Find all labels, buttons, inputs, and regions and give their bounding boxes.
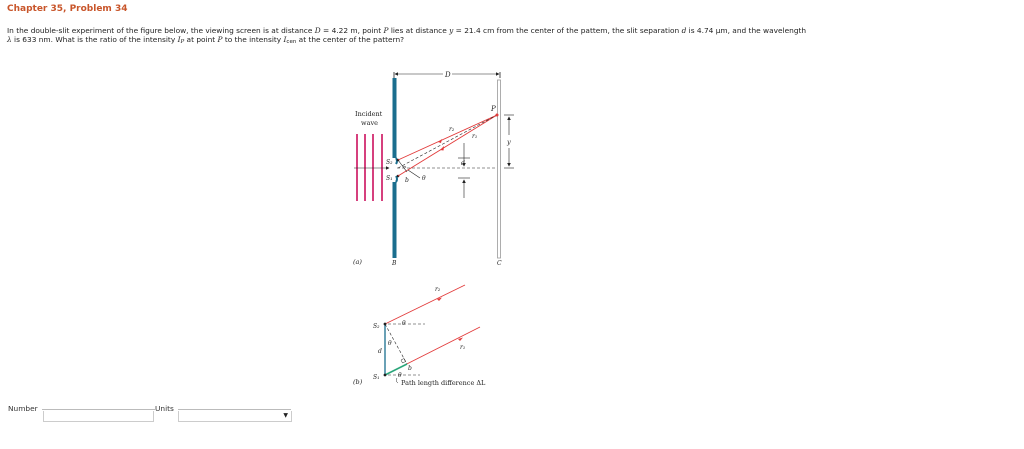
label-incident: Incident bbox=[355, 110, 383, 118]
label-b: b bbox=[405, 177, 409, 184]
label-b-theta-bot: θ bbox=[398, 372, 402, 379]
label-C: C bbox=[497, 260, 502, 267]
barrier bbox=[392, 78, 397, 158]
problem-title: Chapter 35, Problem 34 bbox=[7, 4, 128, 14]
label-P: P bbox=[490, 105, 496, 113]
label-d: d bbox=[461, 160, 465, 167]
label-b-S1: S₁ bbox=[373, 374, 380, 381]
label-S2: S₂ bbox=[386, 159, 393, 166]
number-field-border bbox=[42, 409, 155, 410]
label-b-d: d bbox=[378, 348, 382, 355]
label-b-theta-top: θ bbox=[402, 320, 406, 327]
dropdown-arrow-icon: ▼ bbox=[283, 412, 288, 419]
label-b-r1: r₁ bbox=[460, 344, 465, 351]
label-path-difference: Path length difference ΔL bbox=[401, 379, 486, 387]
label-part-b: (b) bbox=[353, 378, 363, 386]
label-S1: S₁ bbox=[386, 175, 393, 182]
number-input[interactable] bbox=[43, 411, 154, 422]
label-part-a: (a) bbox=[353, 258, 362, 266]
units-label: Units bbox=[155, 404, 174, 413]
label-b-theta-mid: θ bbox=[388, 340, 392, 347]
label-r2: r₂ bbox=[449, 126, 455, 133]
label-B: B bbox=[391, 260, 397, 267]
units-field-border bbox=[178, 409, 291, 410]
problem-statement: In the double-slit experiment of the fig… bbox=[7, 26, 807, 45]
viewing-screen bbox=[497, 79, 501, 259]
number-label: Number bbox=[8, 404, 38, 413]
figure-part-a: D Incident wave S₂ S₁ P r₂ r bbox=[353, 71, 514, 267]
label-theta: θ bbox=[422, 175, 426, 182]
label-b-S2: S₂ bbox=[373, 323, 380, 330]
label-y: y bbox=[506, 138, 511, 146]
label-D: D bbox=[444, 71, 451, 79]
label-b-b: b bbox=[408, 365, 412, 372]
label-wave: wave bbox=[361, 119, 378, 127]
units-select[interactable]: ▼ bbox=[178, 411, 292, 422]
incident-wavefronts bbox=[356, 134, 383, 201]
label-b-r2: r₂ bbox=[435, 286, 441, 293]
label-r1: r₁ bbox=[472, 133, 477, 140]
figure-part-b: r₂ r₁ S₂ S₁ d θ θ θ b Path length differ… bbox=[353, 284, 486, 387]
